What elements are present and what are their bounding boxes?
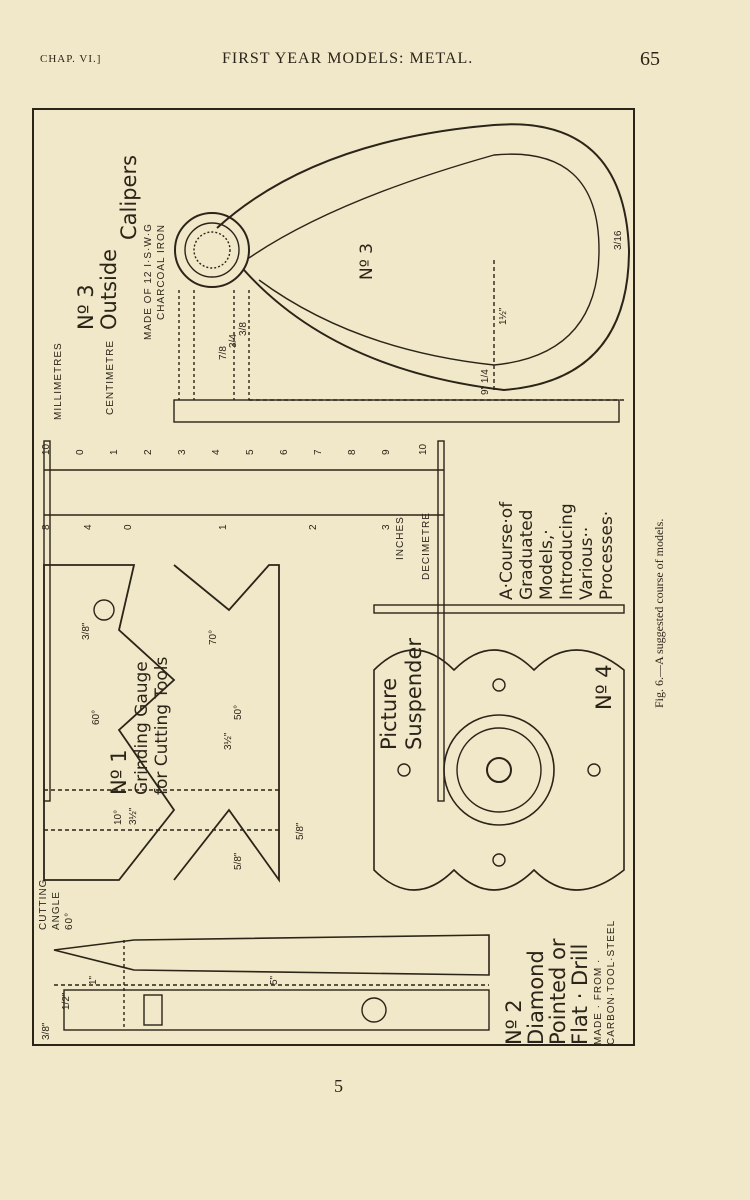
no2-title-2: Pointed or [546, 938, 570, 1045]
chapter-header: CHAP. VI.] [40, 53, 102, 65]
no2-dim-1-2: 1/2" [61, 992, 72, 1010]
no3-drawing-label: Nº 3 [357, 243, 377, 280]
inch-tick-3: 3 [381, 524, 392, 530]
no2-cutting-2: ANGLE [51, 891, 62, 930]
no1-dim-3-8: 3/8" [81, 622, 92, 640]
cm-tick-10a: 10 [41, 443, 52, 455]
no3-material-2: CHARCOAL IRON [156, 224, 167, 320]
no3-dim-3-16: 3/16 [613, 230, 624, 250]
cm-tick-6: 6 [279, 449, 290, 455]
no2-title-1: Diamond [524, 950, 548, 1045]
no1-dim-3-5a: 3½" [128, 807, 139, 825]
figure-plate: Nº 3 Outside Calipers MADE OF 12 I·S·W·G… [32, 108, 635, 1046]
no1-title-1: Grinding Gauge [132, 661, 152, 795]
no2-title-3: Flat · Drill [568, 943, 592, 1045]
course-line-3: Models,· [537, 529, 557, 600]
running-title: FIRST YEAR MODELS: METAL. [222, 50, 474, 67]
cm-tick-7: 7 [313, 449, 324, 455]
technical-drawing [43, 123, 631, 1031]
inch-tick-2: 2 [308, 524, 319, 530]
no2-dim-1: 1" [88, 975, 99, 985]
calipers-drawing [173, 123, 631, 423]
footer-number: 5 [334, 1076, 343, 1096]
course-line-1: A·Course·of [497, 501, 517, 600]
no4-title-2: Suspender [402, 637, 426, 750]
scale-inches: INCHES [395, 516, 406, 560]
no3-number: Nº 3 [74, 284, 98, 330]
cm-tick-1: 1 [109, 449, 120, 455]
picture-suspender-drawing [373, 604, 625, 891]
no1-dim-60: 60° [91, 709, 102, 725]
grinding-gauge-drawing [43, 564, 280, 883]
course-line-5: Various·· [577, 526, 597, 600]
no3-dim-3-4: 3/4 [228, 334, 239, 348]
no2-material-2: CARBON·TOOL·STEEL [606, 919, 617, 1045]
cm-tick-10b: 10 [418, 443, 429, 455]
no1-title-2: for Cutting Tools [152, 656, 172, 795]
cm-tick-0: 0 [75, 449, 86, 455]
no1-dim-10: 10° [113, 809, 124, 825]
no3-dim-7-8: 7/8 [218, 346, 229, 360]
cm-tick-5: 5 [245, 449, 256, 455]
flat-drill-drawing [53, 934, 490, 1031]
no3-title-outside: Outside [97, 248, 121, 330]
no2-dim-5: 5" [269, 975, 280, 985]
no3-dim-3-8: 3/8 [238, 322, 249, 336]
inch-tick-0: 0 [123, 524, 134, 530]
inch-tick-8: 8 [41, 524, 52, 530]
no3-dim-1-5: 1½" [498, 307, 509, 325]
scale-centimetre: CENTIMETRE [105, 340, 116, 415]
no2-dim-3-8: 3/8" [41, 1022, 52, 1040]
no4-drawing-label: Nº 4 [592, 664, 616, 710]
no2-cutting-1: CUTTING [38, 878, 49, 930]
no3-dim-9: 9" 1/4 [480, 369, 491, 395]
course-line-4: Introducing [557, 503, 577, 600]
no2-cutting-3: 60° [64, 911, 75, 930]
no3-material-1: MADE OF 12 I·S·W·G [143, 223, 154, 340]
no1-dim-5-8a: 5/8" [295, 822, 306, 840]
no1-dim-50: 50° [233, 704, 244, 720]
cm-tick-8: 8 [347, 449, 358, 455]
scale-decimetre: DECIMETRE [421, 512, 432, 580]
no4-title-1: Picture [377, 677, 401, 750]
no2-number: Nº 2 [502, 999, 526, 1045]
no3-title-calipers: Calipers [117, 154, 141, 240]
inch-tick-4: 4 [83, 524, 94, 530]
cm-tick-4: 4 [211, 449, 222, 455]
scale-millimetres: MILLIMETRES [53, 342, 64, 420]
cm-tick-9: 9 [381, 449, 392, 455]
no1-number: Nº 1 [107, 749, 131, 795]
cm-tick-2: 2 [143, 449, 154, 455]
course-line-6: Processes· [597, 510, 617, 600]
no1-dim-5-8b: 5/8" [233, 852, 244, 870]
figure-caption: Fig. 6.—A suggested course of models. [652, 518, 666, 708]
no1-dim-3-5b: 3½" [223, 732, 234, 750]
cm-tick-3: 3 [177, 449, 188, 455]
course-line-2: Graduated [517, 509, 537, 600]
page-number-header: 65 [640, 48, 660, 70]
no2-material-1: MADE · FROM · [593, 958, 604, 1045]
inch-tick-1: 1 [218, 524, 229, 530]
no1-dim-70: 70° [208, 629, 219, 645]
